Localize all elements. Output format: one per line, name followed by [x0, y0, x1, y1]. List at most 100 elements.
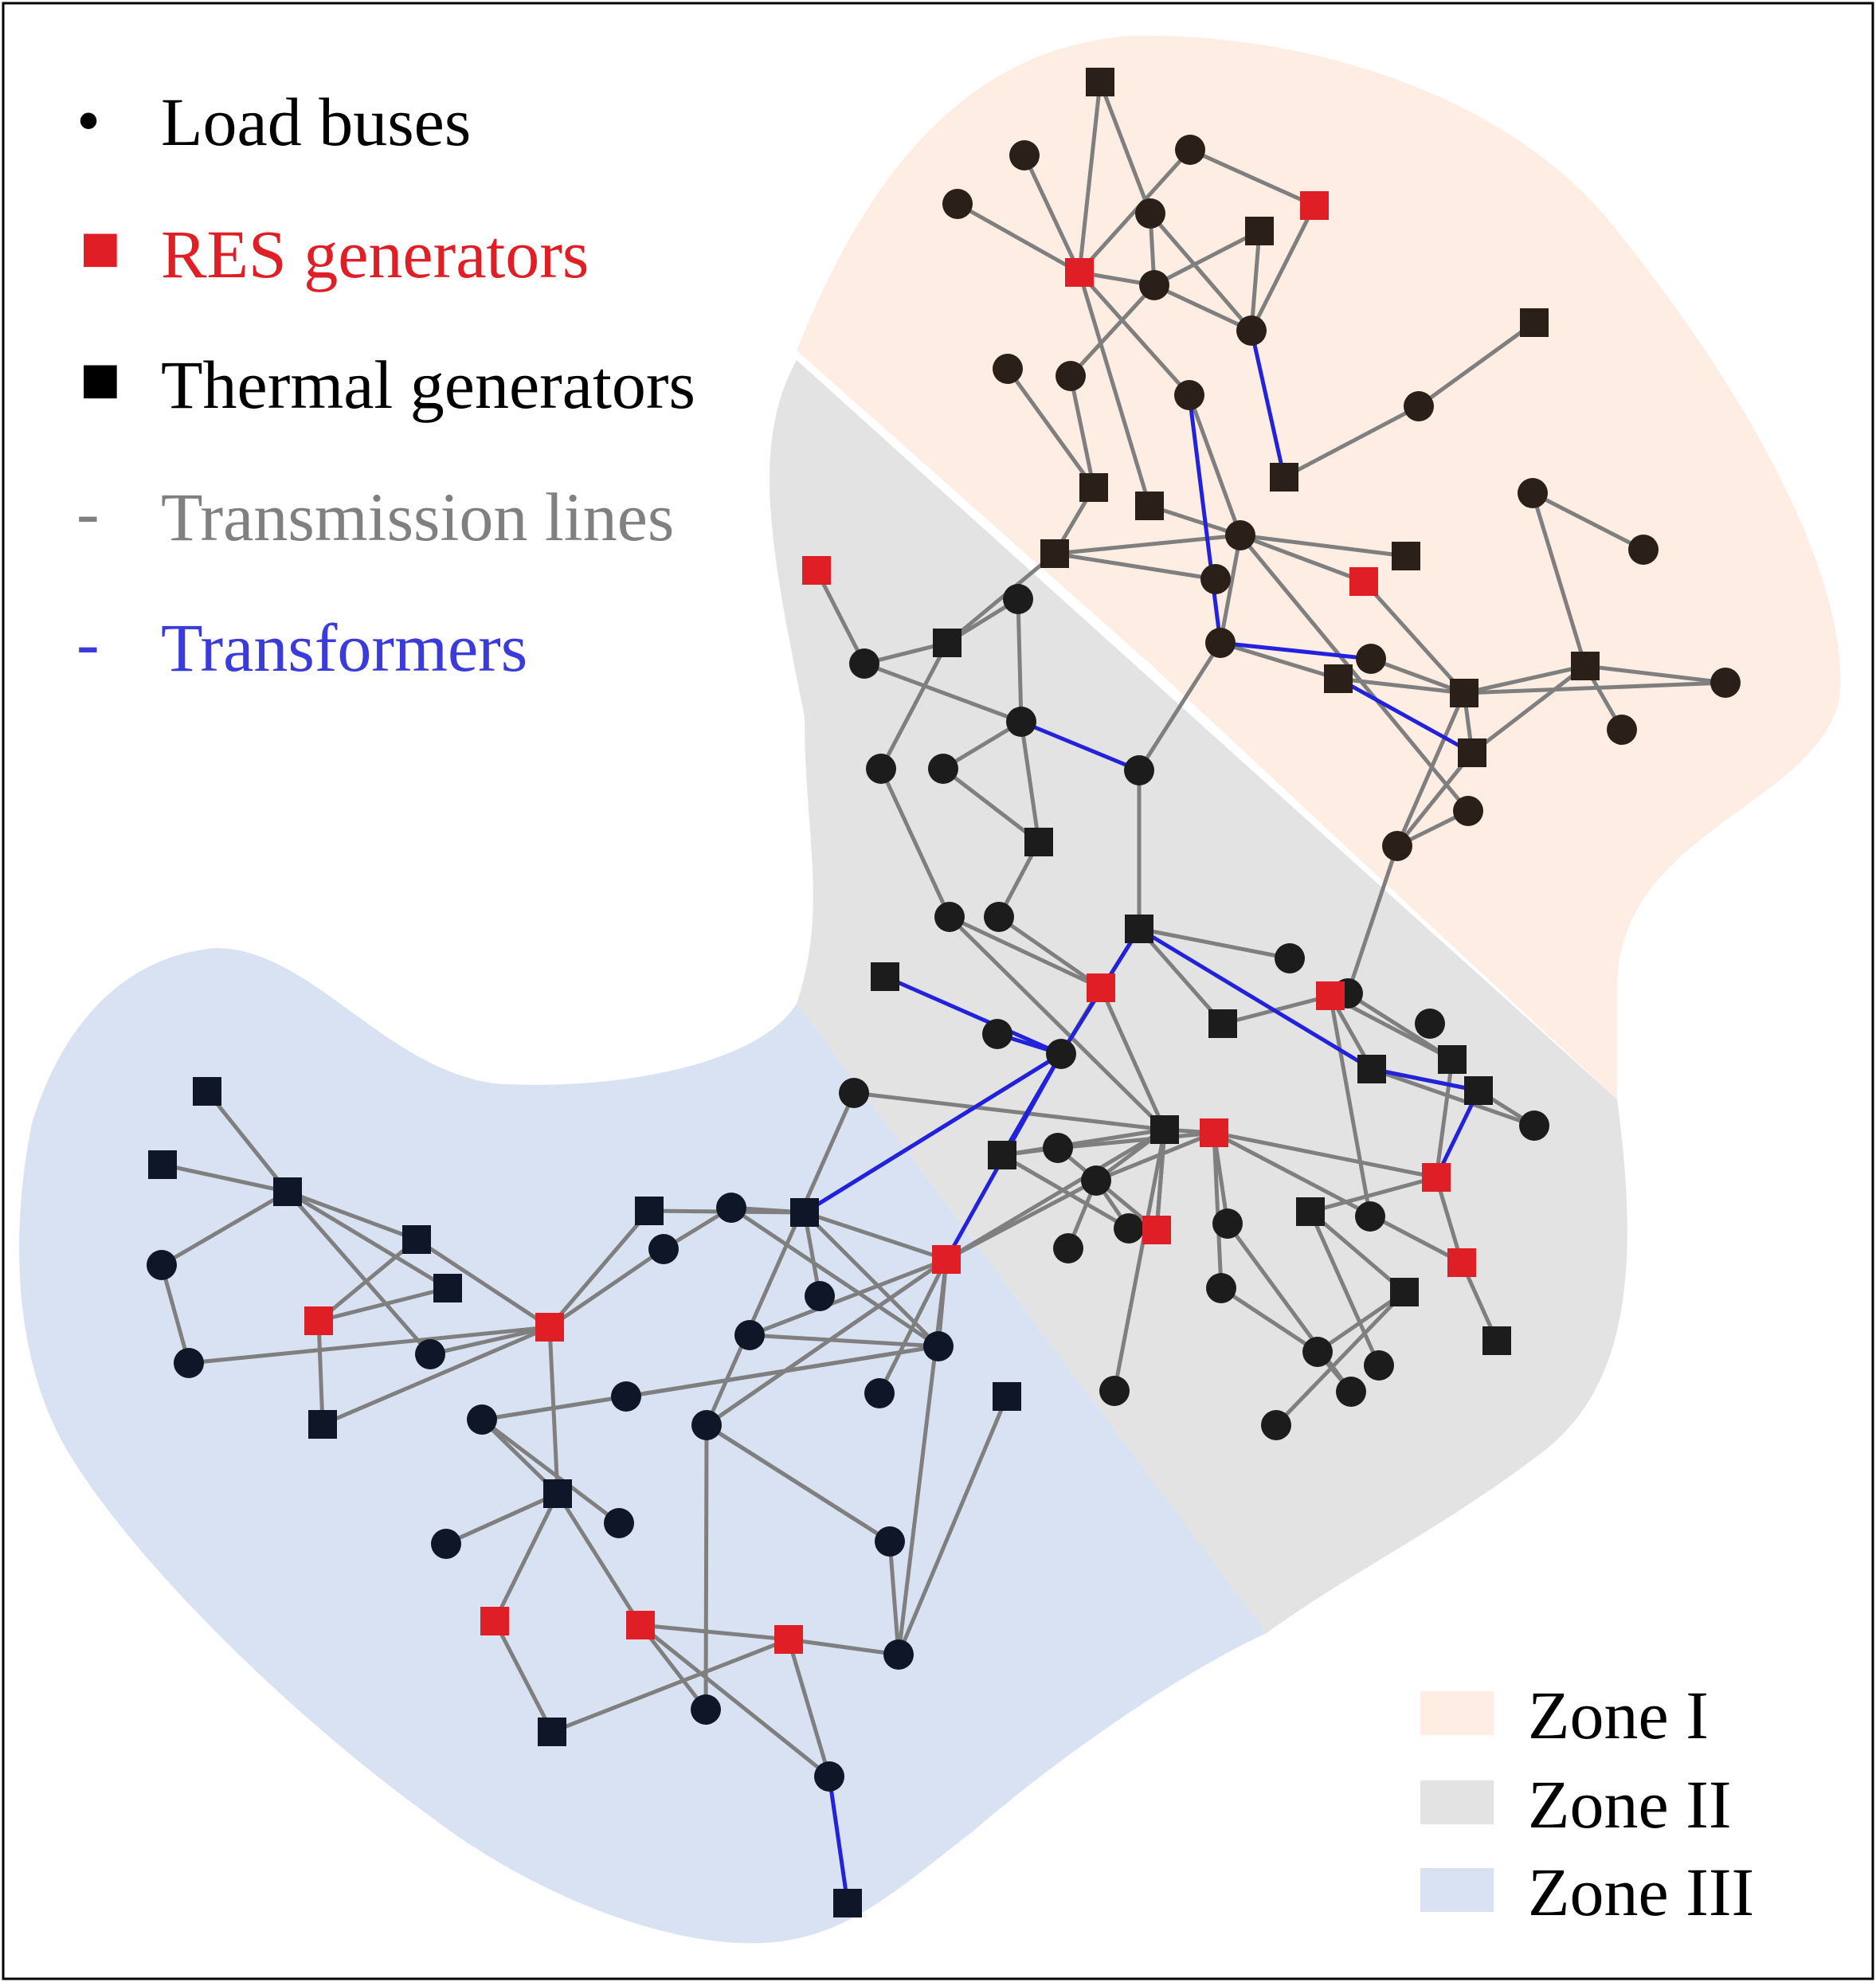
load-bus [1212, 1208, 1243, 1239]
transmission-line [1336, 676, 1467, 695]
transmission-line [1212, 1130, 1439, 1180]
res-generator [480, 1607, 509, 1635]
zone-legend: Zone I Zone II Zone III [1420, 1677, 1754, 1930]
transmission-line [1094, 1130, 1216, 1183]
zone-areas [19, 35, 1841, 1944]
transmission-line [879, 640, 950, 771]
transformer-line [802, 1052, 1063, 1215]
thermal-generator [1208, 1009, 1237, 1038]
zone-1-swatch [1420, 1691, 1494, 1735]
zone-2-swatch [1420, 1780, 1494, 1824]
transmission-line [547, 1208, 652, 1330]
thermal-generator [148, 1150, 177, 1179]
transmission-line [862, 661, 1024, 724]
load-bus [993, 354, 1023, 384]
load-bus [415, 1339, 445, 1369]
transmission-line [492, 1491, 560, 1624]
load-bus [1261, 1410, 1291, 1440]
transmission-line [1315, 1290, 1407, 1354]
legend-item-res-generators: ■ RES generators [80, 210, 589, 292]
transmission-line [492, 1619, 554, 1734]
transmission-line [285, 1189, 419, 1242]
transmission-line [877, 1257, 949, 1396]
res-generator [774, 1625, 803, 1654]
transmission-line [1152, 229, 1262, 288]
transmission-line [1308, 1209, 1407, 1295]
res-generator [1349, 567, 1378, 596]
transmission-line [1187, 393, 1243, 538]
thermal-generator [1458, 738, 1486, 767]
transformer-line [827, 1774, 850, 1906]
legend-label-thermal-generators: Thermal generators [161, 347, 695, 423]
load-bus [1006, 707, 1036, 737]
transmission-line [1212, 1130, 1464, 1265]
res-generator [1300, 191, 1329, 220]
thermal-generator [543, 1479, 572, 1508]
thermal-generator [1135, 492, 1164, 520]
transmission-line [1052, 551, 1218, 582]
res-generator [1065, 258, 1094, 287]
transmission-line [814, 568, 867, 666]
transmission-line [747, 1333, 941, 1349]
transmission-line [159, 1189, 290, 1267]
transmission-line [703, 1423, 709, 1712]
transmission-line [1152, 283, 1254, 333]
transmission-line [947, 915, 1103, 990]
zone-2-label: Zone II [1528, 1766, 1731, 1843]
res-generator [1200, 1118, 1228, 1147]
load-bus [849, 648, 879, 679]
transmission-line [997, 915, 1103, 990]
transmission-line [944, 1127, 1167, 1262]
load-bus [174, 1348, 204, 1378]
transmission-line [1077, 80, 1102, 275]
load-bus [691, 1410, 722, 1440]
transmission-line [316, 1237, 419, 1323]
thermal-generator [1040, 539, 1069, 568]
load-bus [942, 189, 973, 219]
load-bus [1356, 644, 1386, 674]
transmission-line [1022, 153, 1082, 275]
load-bus [431, 1529, 461, 1559]
transmission-line [786, 1637, 901, 1657]
transmission-line [1345, 991, 1455, 1062]
transmission-line [1249, 203, 1317, 333]
transmission-line [444, 1491, 560, 1546]
transmission-line [1147, 503, 1243, 538]
load-bus [1200, 564, 1231, 594]
transmission-line [879, 766, 952, 919]
legend-symbol-load-bus: • [76, 82, 100, 159]
thermal-generator [1571, 652, 1600, 680]
transmission-line [1470, 664, 1588, 755]
thermal-generator [193, 1077, 221, 1106]
load-bus [1364, 1350, 1394, 1381]
transmission-line [550, 1637, 791, 1734]
transmission-line [1416, 320, 1537, 409]
load-bus [691, 1694, 721, 1725]
load-bus [1236, 315, 1267, 346]
transmission-line [1462, 664, 1588, 695]
thermal-generator [1024, 828, 1053, 856]
thermal-generator [1438, 1045, 1467, 1074]
transmission-line [1238, 533, 1366, 584]
load-bus [1205, 628, 1236, 658]
load-bus [1099, 1376, 1130, 1406]
transmission-line [729, 1205, 941, 1349]
network-buses [147, 68, 1741, 1917]
thermal-generator [1357, 1055, 1386, 1083]
res-generator [1142, 1216, 1171, 1244]
transmission-line [704, 1091, 856, 1428]
transmission-line [944, 1178, 1099, 1262]
transmission-line [786, 1637, 832, 1779]
thermal-generator [933, 629, 961, 657]
load-bus [805, 1281, 835, 1311]
load-bus [716, 1193, 746, 1223]
load-bus [1519, 1110, 1549, 1141]
load-bus [1139, 270, 1169, 300]
load-bus [734, 1320, 765, 1350]
load-bus [611, 1381, 641, 1412]
load-bus [1003, 584, 1033, 614]
legend-symbol-thermal-generator: ■ [80, 341, 121, 417]
load-bus [866, 754, 896, 784]
transmission-line [1238, 533, 1471, 813]
